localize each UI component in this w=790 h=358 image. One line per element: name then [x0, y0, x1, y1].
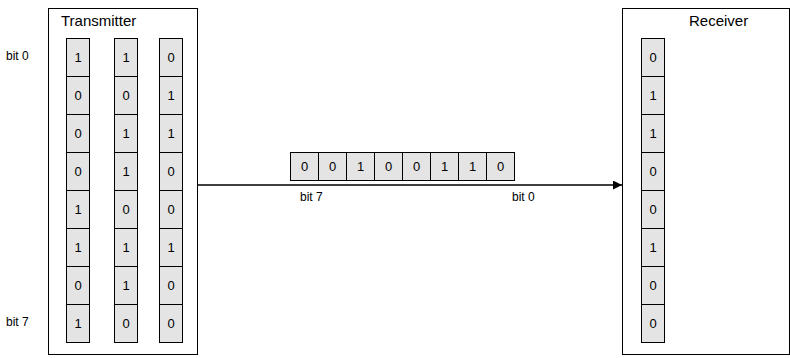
bit-cell: 1	[346, 152, 375, 181]
bit-cell: 1	[66, 38, 90, 77]
bit-cell: 0	[641, 152, 665, 191]
bit-cell: 0	[159, 266, 183, 305]
bit-cell: 1	[114, 266, 138, 305]
bit-cell: 1	[159, 76, 183, 115]
bit-cell: 1	[159, 114, 183, 153]
bit-value: 0	[385, 159, 392, 174]
bit-value: 0	[167, 202, 174, 217]
bit-value: 0	[649, 278, 656, 293]
register-title: Receiver	[689, 12, 748, 29]
transfer-arrow	[198, 184, 622, 186]
bit-value: 0	[74, 88, 81, 103]
register-box: Receiver 0 1 1 0 0 1 0 0	[622, 8, 790, 355]
bit-value: 1	[469, 159, 476, 174]
bit-value: 0	[649, 164, 656, 179]
bit-value: 1	[122, 240, 129, 255]
bit-cell: 0	[318, 152, 347, 181]
bit-cell: 0	[159, 38, 183, 77]
bit-value: 0	[649, 316, 656, 331]
bit-cell: 0	[641, 304, 665, 343]
bit-value: 0	[122, 88, 129, 103]
bit-cell: 0	[114, 76, 138, 115]
bit-cell: 1	[641, 228, 665, 267]
bit-cell: 0	[66, 76, 90, 115]
bit-cell: 0	[114, 190, 138, 229]
bit-value: 0	[649, 50, 656, 65]
bit-cell: 0	[66, 152, 90, 191]
bit-cell: 0	[66, 114, 90, 153]
bit-cell: 0	[641, 190, 665, 229]
bit-cell: 1	[66, 190, 90, 229]
bit-label: bit 0	[512, 190, 535, 204]
bit-value: 1	[74, 50, 81, 65]
bit-value: 0	[329, 159, 336, 174]
bit-value: 0	[301, 159, 308, 174]
bit-cell: 0	[641, 266, 665, 305]
bit-value: 0	[167, 164, 174, 179]
bit-value: 1	[649, 88, 656, 103]
bit-value: 1	[167, 88, 174, 103]
bit-value: 0	[122, 202, 129, 217]
bit-cell: 1	[114, 114, 138, 153]
bit-value: 0	[122, 316, 129, 331]
bit-cell: 1	[641, 114, 665, 153]
bit-cell: 1	[641, 76, 665, 115]
bit-cell: 0	[486, 152, 515, 181]
bit-value: 0	[497, 159, 504, 174]
bit-cell: 1	[66, 304, 90, 343]
bit-cell: 0	[641, 38, 665, 77]
bit-value: 0	[413, 159, 420, 174]
bit-value: 1	[74, 240, 81, 255]
register-box: Transmitter 1 1 0 0 0 1 0 1 1 0 1 0 1 0 0 1 1 1 0 1 0 1 0 0	[48, 8, 198, 355]
bit-value: 0	[74, 126, 81, 141]
bit-value: 1	[122, 164, 129, 179]
bit-value: 1	[74, 316, 81, 331]
register-title: Transmitter	[61, 12, 136, 29]
bit-value: 0	[649, 202, 656, 217]
bit-value: 1	[122, 50, 129, 65]
bit-cell: 1	[430, 152, 459, 181]
bit-value: 0	[74, 164, 81, 179]
bit-value: 1	[357, 159, 364, 174]
bit-cell: 0	[402, 152, 431, 181]
bit-value: 1	[122, 126, 129, 141]
bit-cell: 1	[114, 152, 138, 191]
bit-cell: 0	[159, 190, 183, 229]
bit-cell: 0	[159, 304, 183, 343]
bit-value: 1	[122, 278, 129, 293]
bit-label: bit 7	[300, 190, 323, 204]
bit-value: 0	[167, 50, 174, 65]
bit-label: bit 0	[6, 49, 29, 63]
bit-value: 1	[441, 159, 448, 174]
bit-cell: 0	[114, 304, 138, 343]
bit-label: bit 7	[6, 315, 29, 329]
bit-cell: 1	[159, 228, 183, 267]
bit-value: 1	[167, 240, 174, 255]
bit-value: 0	[167, 316, 174, 331]
bit-cell: 0	[159, 152, 183, 191]
bit-value: 0	[167, 278, 174, 293]
bit-cell: 0	[66, 266, 90, 305]
bit-cell: 1	[114, 38, 138, 77]
bit-cell: 1	[114, 228, 138, 267]
bit-value: 1	[74, 202, 81, 217]
bit-value: 1	[167, 126, 174, 141]
bit-cell: 0	[374, 152, 403, 181]
bit-value: 0	[74, 278, 81, 293]
bit-value: 1	[649, 126, 656, 141]
bit-cell: 0	[290, 152, 319, 181]
bit-value: 1	[649, 240, 656, 255]
bit-cell: 1	[458, 152, 487, 181]
bit-cell: 1	[66, 228, 90, 267]
